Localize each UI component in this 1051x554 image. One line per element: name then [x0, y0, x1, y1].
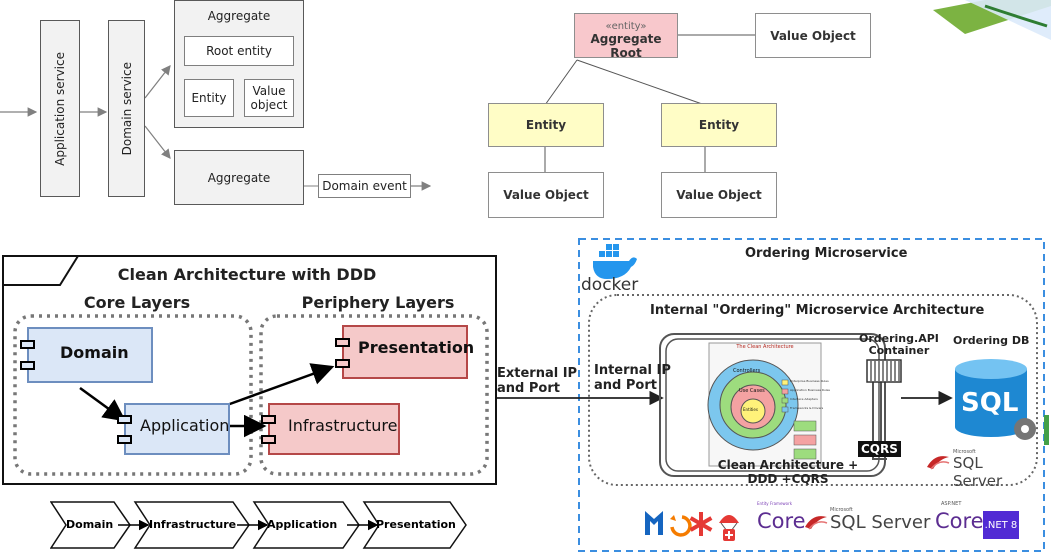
cqrs-badge: CQRS: [858, 441, 901, 457]
aggregate-root-diagram: «entity» Aggregate Root Value Object Ent…: [480, 0, 880, 225]
entities-ring-label: Entities: [743, 407, 758, 412]
sql-cylinder-label: SQL: [961, 388, 1019, 418]
value-object-top-box: Value Object: [755, 13, 871, 58]
entity-left-box: Entity: [488, 103, 604, 147]
application-component: Application: [124, 403, 230, 455]
legend-interface: Interface Adapters: [790, 397, 818, 401]
sqlserver-icon: [927, 456, 950, 470]
presentation-label: Presentation: [358, 338, 475, 357]
infrastructure-label: Infrastructure: [288, 416, 398, 435]
aggregate-root-box: «entity» Aggregate Root: [574, 13, 678, 60]
docker-logo-text: docker: [581, 275, 639, 295]
ordering-api-label: Ordering.API Container: [859, 333, 939, 357]
ordering-db-title: Ordering DB: [953, 334, 1030, 347]
ordering-api-line1: Ordering.API: [859, 332, 939, 345]
chevron-infrastructure: Infrastructure: [149, 518, 237, 531]
internal-architecture-title: Internal "Ordering" Microservice Archite…: [650, 303, 985, 318]
entity-right-box: Entity: [661, 103, 777, 147]
presentation-component: Presentation: [342, 325, 474, 379]
architecture-caption-line1: Clean Architecture +: [717, 458, 859, 472]
chevron-domain: Domain: [66, 518, 114, 531]
legend-enterprise: Enterprise Business Rules: [790, 379, 829, 383]
internal-ip-line1: Internal IP: [594, 363, 671, 378]
core-layers-title: Core Layers: [83, 293, 191, 312]
architecture-caption: Clean Architecture + DDD +CQRS: [703, 458, 873, 486]
infrastructure-port-bottom: [261, 435, 276, 444]
periphery-layers-title: Periphery Layers: [301, 293, 455, 312]
efcore-small-text: Entity Framework: [757, 501, 793, 506]
entity-stereotype: «entity»: [605, 21, 647, 32]
tech-icon-row: [645, 511, 739, 541]
sqlserver-strip-text: SQL Server: [830, 512, 931, 533]
application-label: Application: [140, 416, 230, 435]
aggregate-root-title: Aggregate Root: [590, 32, 662, 60]
domain-port-top: [20, 340, 35, 349]
root-entity-box: Root entity: [184, 36, 294, 66]
chevron-shapes: [50, 501, 467, 549]
ddd-layers-diagram: Application service Domain service Aggre…: [0, 0, 440, 215]
infrastructure-port-top: [261, 415, 276, 424]
legend-frameworks: Frameworks & Drivers: [790, 406, 824, 410]
chevron-presentation: Presentation: [376, 518, 456, 531]
aggregate-top-label: Aggregate: [207, 9, 271, 23]
sync-icon: [670, 515, 692, 537]
controllers-ring-label: Controllers: [733, 368, 761, 374]
asterisk-icon: [689, 512, 713, 536]
aggregate-root-connectors: [544, 34, 755, 172]
aspnet-small-text: ASP.NET: [941, 501, 962, 507]
aspnet-core-logo: ASP.NET Core: [935, 501, 984, 543]
aggregate-bottom-box: Aggregate: [174, 150, 304, 205]
application-port-bottom: [117, 435, 132, 444]
efcore-logo: Entity Framework Core: [757, 501, 806, 543]
internal-ip-label: Internal IP and Port: [594, 363, 671, 393]
clean-architecture-panel: Clean Architecture with DDD Core Layers …: [2, 255, 498, 486]
domain-component: Domain: [27, 327, 153, 383]
legend-application: Application Business Rules: [790, 388, 830, 392]
domain-label: Domain: [60, 343, 129, 362]
chevron-application: Application: [267, 518, 338, 531]
presentation-port-top: [335, 338, 350, 347]
domain-event-box: Domain event: [318, 174, 411, 198]
sqlserver-logo-strip: Microsoft SQL Server: [803, 503, 931, 543]
infrastructure-component: Infrastructure: [268, 403, 400, 455]
sqlserver-logo-db: Microsoft SQL Server: [925, 445, 1035, 490]
sqlserver-strip-icon: [805, 516, 828, 530]
external-ip-line2: and Port: [497, 381, 560, 396]
application-port-top: [117, 415, 132, 424]
efcore-text: Core: [757, 509, 806, 533]
application-service-box: Application service: [40, 20, 80, 197]
presentation-port-bottom: [335, 359, 350, 368]
sqlserver-strip-small: Microsoft: [830, 507, 853, 513]
domain-port-bottom: [20, 361, 35, 370]
masstransit-icon: [645, 511, 663, 535]
sqlserver-small-text: Microsoft: [953, 449, 976, 455]
aspnet-core-text: Core: [935, 509, 984, 533]
usecases-ring-label: Use Cases: [739, 388, 765, 394]
architecture-caption-line2: DDD +CQRS: [747, 472, 829, 486]
value-object-box: Value object: [244, 79, 294, 117]
domain-service-label: Domain service: [119, 61, 134, 156]
technology-logos: Entity Framework Core Microsoft SQL Serv…: [643, 499, 1035, 545]
aggregate-top-box: Aggregate Root entity Entity Value objec…: [174, 0, 304, 128]
clean-architecture-mini-title: The Clean Architecture: [736, 344, 794, 350]
ordering-microservice-panel: Ordering Microservice docker Internal "O…: [495, 237, 1051, 554]
decorative-corner-shape: [933, 0, 1051, 40]
value-object-left-box: Value Object: [488, 172, 604, 218]
health-check-icon: [719, 515, 739, 541]
entity-box: Entity: [184, 79, 234, 117]
ordering-api-line2: Container: [868, 344, 930, 357]
layer-flow-chevrons: Domain Infrastructure Application Presen…: [50, 500, 470, 550]
sqlserver-brand-text: SQL Server: [953, 454, 1003, 490]
value-object-right-box: Value Object: [661, 172, 777, 218]
ordering-frame: [497, 238, 1049, 552]
clean-architecture-title: Clean Architecture with DDD: [117, 265, 377, 284]
application-service-label: Application service: [53, 51, 67, 166]
ordering-microservice-title: Ordering Microservice: [745, 246, 908, 261]
domain-service-box: Domain service: [108, 20, 145, 197]
internal-ip-line2: and Port: [594, 378, 657, 393]
external-ip-label: External IP and Port: [497, 366, 577, 396]
external-ip-line1: External IP: [497, 366, 578, 381]
dotnet8-badge: .NET 8: [983, 511, 1019, 539]
